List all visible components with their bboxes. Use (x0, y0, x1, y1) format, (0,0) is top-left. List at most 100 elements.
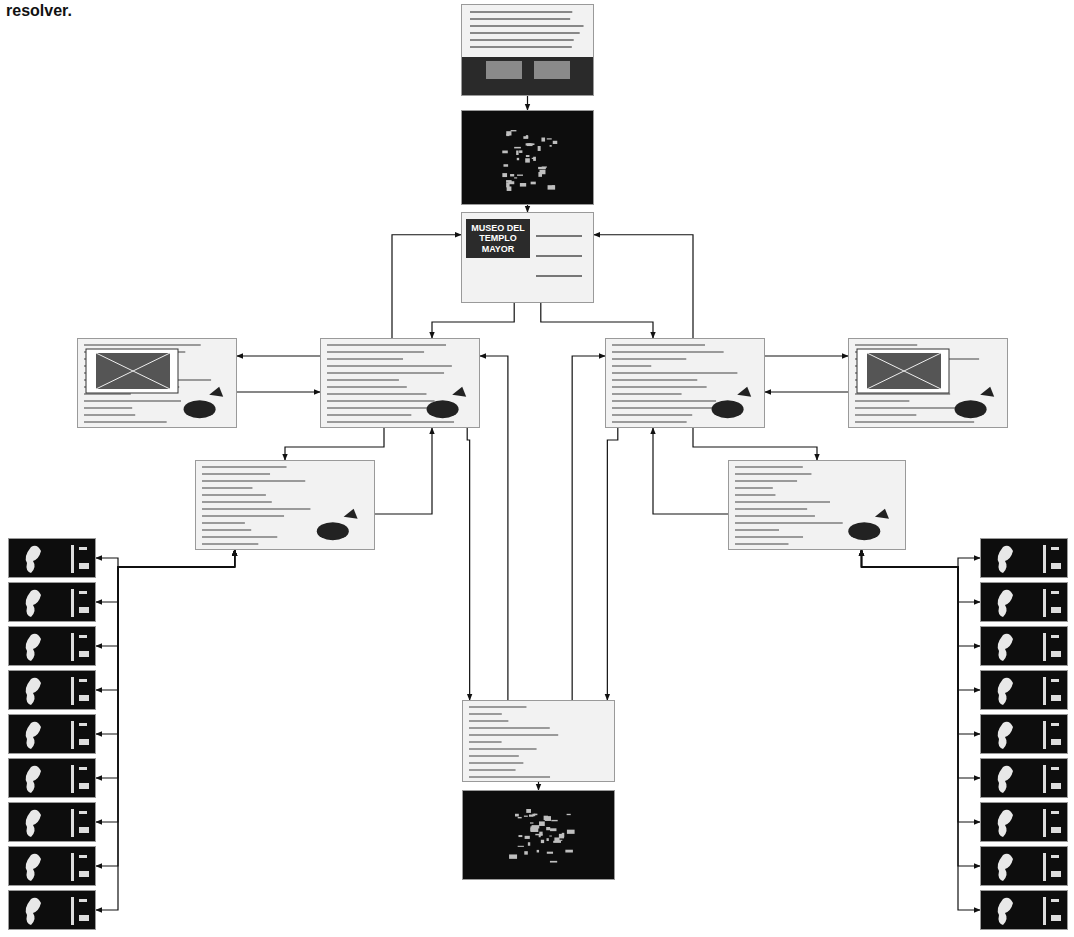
flow-arrow (527, 205, 528, 212)
flow-arrow (862, 550, 981, 567)
screen-texture (327, 344, 466, 423)
flow-arrow (862, 550, 981, 910)
screen-picture (9, 627, 96, 666)
screen-thumbnail (980, 802, 1068, 842)
screen-box (195, 460, 375, 550)
screen-picture (981, 671, 1068, 710)
screen-thumbnail (8, 670, 96, 710)
screen-texture (998, 633, 1061, 661)
screen-thumbnail (980, 670, 1068, 710)
screen-thumbnail (980, 538, 1068, 578)
screen-box (728, 460, 906, 550)
screen-thumbnail (980, 846, 1068, 886)
screen-picture (981, 627, 1068, 666)
screen-ground (9, 627, 96, 666)
screen-thumbnail (8, 802, 96, 842)
screen-ground (78, 339, 237, 428)
screen-box (848, 338, 1008, 428)
screen-thumbnail (980, 890, 1068, 930)
screen-texture (26, 765, 89, 793)
screen-thumbnail (8, 758, 96, 798)
flow-arrow (96, 550, 235, 567)
screen-picture (981, 583, 1068, 622)
flow-arrow (467, 428, 469, 700)
screen-texture (536, 235, 582, 277)
screen-thumbnail (980, 582, 1068, 622)
screen-thumbnail (980, 626, 1068, 666)
screen-picture (463, 701, 615, 782)
screen-texture (26, 897, 89, 925)
screen-ground (981, 715, 1068, 754)
screen-ground (196, 461, 375, 550)
title-panel: MUSEO DEL TEMPLO MAYOR (466, 219, 530, 258)
screen-ground (849, 339, 1008, 428)
flow-arrow (862, 550, 981, 602)
screen-box (462, 700, 615, 782)
flow-arrow (765, 391, 848, 392)
flow-arrow (541, 303, 653, 338)
screen-texture (998, 589, 1061, 617)
flow-arrow (607, 428, 617, 700)
screen-ground (9, 671, 96, 710)
flow-arrow (96, 550, 235, 602)
flow-arrow (862, 550, 981, 822)
screen-texture (612, 344, 751, 423)
screen-texture (84, 344, 223, 423)
screen-texture (855, 344, 994, 423)
screen-picture (981, 539, 1068, 578)
screen-picture (9, 671, 96, 710)
screen-ground (463, 701, 615, 782)
screen-texture (509, 809, 575, 863)
screen-texture (469, 706, 558, 778)
screen-thumbnail (8, 538, 96, 578)
screen-ground (9, 539, 96, 578)
flow-arrow (527, 96, 528, 110)
screen-picture (321, 339, 480, 428)
screen-ground (729, 461, 906, 550)
screen-ground (981, 627, 1068, 666)
flow-arrow (375, 428, 432, 514)
screen-texture (202, 466, 358, 545)
flow-arrow (237, 355, 320, 356)
screen-ground (463, 791, 615, 880)
flow-arrow (432, 303, 514, 338)
screen-texture (998, 677, 1061, 705)
screen-texture (26, 545, 89, 573)
screen-ground (981, 803, 1068, 842)
screen-texture (735, 466, 889, 545)
screen-box (461, 4, 594, 96)
screen-texture (26, 853, 89, 881)
screen-ground (9, 759, 96, 798)
screen-ground (462, 213, 594, 303)
flow-arrow (862, 550, 981, 734)
screen-picture (9, 539, 96, 578)
screen-picture (9, 715, 96, 754)
screen-ground (9, 847, 96, 886)
screen-ground (462, 5, 594, 96)
screen-ground (981, 539, 1068, 578)
screen-ground (606, 339, 765, 428)
screen-thumbnail (8, 890, 96, 930)
screen-thumbnail (8, 846, 96, 886)
flow-arrow (862, 550, 981, 866)
screen-picture (981, 759, 1068, 798)
screen-texture (26, 721, 89, 749)
screen-thumbnail (980, 758, 1068, 798)
screen-ground (981, 583, 1068, 622)
screen-picture (78, 339, 237, 428)
screen-picture (9, 583, 96, 622)
screen-box (320, 338, 480, 428)
screen-ground (462, 111, 594, 205)
screen-ground (321, 339, 480, 428)
screen-box (605, 338, 765, 428)
screen-thumbnail (8, 626, 96, 666)
screen-ground (9, 891, 96, 930)
screen-picture (981, 847, 1068, 886)
flow-arrow (862, 550, 981, 646)
screen-picture (849, 339, 1008, 428)
screen-ground (9, 583, 96, 622)
screen-texture (998, 545, 1061, 573)
screen-picture (462, 111, 594, 205)
